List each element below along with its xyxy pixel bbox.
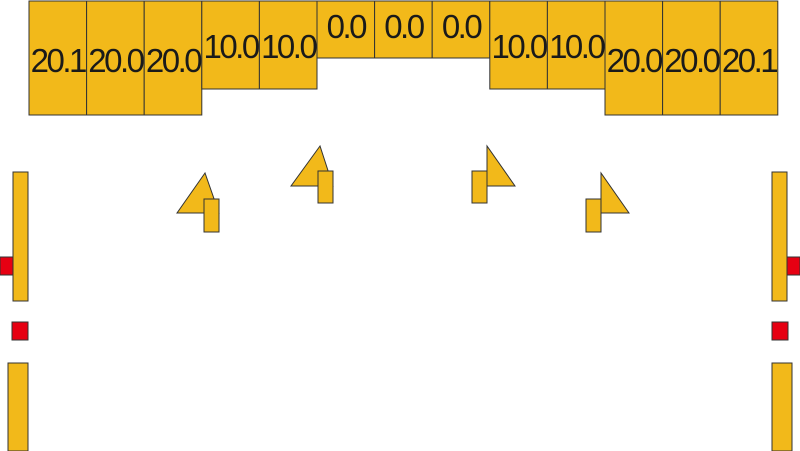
source-triangle — [486, 144, 516, 187]
seat-box — [28, 0, 88, 116]
seat-cell[interactable]: 10.0 — [201, 0, 262, 90]
seat-box — [374, 0, 433, 59]
left-red-marker-lower[interactable] — [11, 321, 29, 341]
right-outer-source[interactable] — [585, 171, 630, 233]
seat-box — [719, 0, 779, 116]
seat-cell[interactable]: 10.0 — [258, 0, 320, 90]
seat-cell[interactable]: 20.1 — [719, 0, 780, 116]
seat-cell[interactable]: 0.0 — [431, 0, 491, 59]
source-body — [585, 198, 602, 233]
seat-cell[interactable]: 10.0 — [546, 0, 608, 90]
right-red-marker-lower[interactable] — [771, 321, 789, 341]
seat-row: 20.1 20.0 20.0 10.0 10.0 0.0 0.0 0.0 — [28, 0, 780, 116]
seat-cell[interactable]: 20.0 — [662, 0, 723, 116]
seat-value: 10.0 — [549, 28, 605, 65]
right-upper-bar[interactable] — [771, 171, 788, 302]
seat-value: 10.0 — [203, 28, 259, 65]
right-lower-bar[interactable] — [771, 362, 793, 451]
seat-value: 20.1 — [31, 42, 86, 79]
left-upper-bar[interactable] — [12, 171, 29, 302]
seat-box — [143, 0, 203, 116]
source-body — [471, 170, 488, 204]
right-inner-source[interactable] — [471, 144, 516, 204]
seat-cell[interactable]: 20.0 — [604, 0, 666, 116]
right-red-marker-upper[interactable] — [786, 256, 800, 276]
seat-value: 0.0 — [327, 8, 368, 45]
seat-value: 20.0 — [607, 42, 663, 79]
seat-box — [431, 0, 491, 59]
right-side-assembly — [771, 171, 800, 451]
source-body — [317, 170, 334, 204]
seat-value: 20.0 — [664, 42, 720, 79]
seat-value: 20.1 — [722, 42, 777, 79]
seat-cell[interactable]: 20.0 — [143, 0, 205, 116]
source-triangle — [600, 171, 630, 214]
source-body — [203, 198, 220, 233]
seat-box — [489, 0, 548, 90]
seat-box — [546, 0, 606, 90]
left-lower-bar[interactable] — [7, 362, 29, 451]
seat-box — [258, 0, 318, 90]
left-outer-source[interactable] — [176, 171, 220, 233]
seat-value: 0.0 — [442, 8, 483, 45]
seat-value: 10.0 — [261, 28, 317, 65]
seat-cell[interactable]: 0.0 — [316, 0, 376, 59]
seat-cell[interactable]: 20.1 — [28, 0, 89, 116]
seat-box — [662, 0, 721, 116]
seat-box — [201, 0, 260, 90]
seat-value: 20.0 — [88, 42, 144, 79]
seat-value: 0.0 — [384, 8, 425, 45]
seat-box — [86, 0, 145, 116]
left-side-assembly — [0, 171, 29, 451]
seat-value: 20.0 — [146, 42, 202, 79]
seat-cell[interactable]: 0.0 — [374, 0, 433, 59]
seat-cell[interactable]: 10.0 — [489, 0, 550, 90]
seat-box — [316, 0, 376, 59]
seat-cell[interactable]: 20.0 — [86, 0, 147, 116]
seat-value: 10.0 — [491, 28, 547, 65]
left-inner-source[interactable] — [290, 144, 334, 204]
left-red-marker-upper[interactable] — [0, 256, 14, 276]
